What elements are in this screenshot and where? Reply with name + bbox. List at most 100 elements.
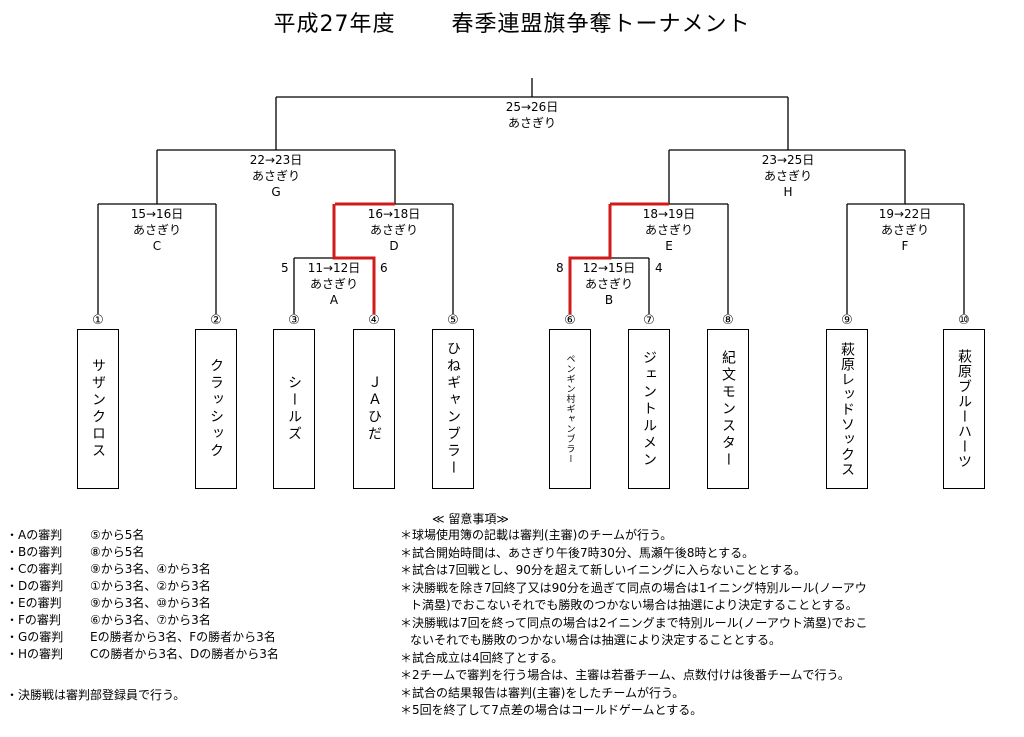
- umpire-key: ・Fの審判: [6, 613, 61, 627]
- match-label-e: 18→19日 あさぎり E: [609, 206, 729, 254]
- title-year: 平成27年度: [273, 12, 396, 37]
- match-date: 22→23日: [249, 153, 303, 167]
- team-box: ひねギャンブラー: [432, 329, 474, 489]
- umpire-key: ・Gの審判: [6, 630, 64, 644]
- match-label-d: 16→18日 あさぎり D: [334, 206, 454, 254]
- team-box: ＪＡひだ: [353, 329, 395, 489]
- notes-list: ＊球場使用簿の記載は審判(主審)のチームが行う。 ＊試合開始時間は、あさぎり午後…: [400, 527, 960, 720]
- match-venue: あさぎり: [644, 223, 693, 237]
- umpire-text: ⑨から3名、⑩から3名: [90, 596, 211, 610]
- match-date: 16→18日: [367, 207, 421, 221]
- match-venue: あさぎり: [880, 223, 929, 237]
- score-b-right: 4: [655, 261, 663, 275]
- match-date: 11→12日: [307, 261, 361, 275]
- match-date: 19→22日: [878, 207, 932, 221]
- team-name: ＪＡひだ: [366, 375, 382, 443]
- match-label-f: 19→22日 あさぎり F: [845, 206, 965, 254]
- umpire-text: Eの勝者から3名、Fの勝者から3名: [90, 630, 276, 644]
- team-box: シールズ: [273, 329, 315, 489]
- umpire-text: ⑥から3名、⑦から3名: [90, 613, 211, 627]
- team-4: ④ ＪＡひだ: [353, 313, 395, 489]
- team-name: シールズ: [286, 375, 302, 443]
- umpire-text: ⑧から5名: [90, 545, 145, 559]
- match-letter: F: [901, 239, 909, 253]
- match-letter: C: [152, 239, 162, 253]
- team-name: 紀文モンスター: [720, 349, 736, 469]
- match-letter: A: [329, 293, 339, 307]
- match-label-b: 12→15日 あさぎり B: [549, 260, 669, 308]
- umpire-key: ・Dの審判: [6, 579, 64, 593]
- match-venue: あさぎり: [763, 169, 812, 183]
- umpire-text: Cの勝者から3名、Dの勝者から3名: [90, 647, 279, 661]
- note-line: ＊球場使用簿の記載は審判(主審)のチームが行う。: [400, 528, 673, 542]
- team-number: ④: [368, 313, 380, 328]
- note-line: ＊5回を終了して7点差の場合はコールドゲームとする。: [400, 703, 703, 717]
- team-number: ⑥: [564, 313, 576, 328]
- team-number: ⑤: [447, 313, 459, 328]
- team-2: ② クラッシック: [195, 313, 237, 489]
- score-a-right: 6: [380, 261, 388, 275]
- match-date: 15→16日: [130, 207, 184, 221]
- match-label-final: 25→26日 あさぎり: [472, 99, 592, 131]
- team-5: ⑤ ひねギャンブラー: [432, 313, 474, 489]
- match-venue: あさぎり: [251, 169, 300, 183]
- match-label-c: 15→16日 あさぎり C: [97, 206, 217, 254]
- winner-path-b: [568, 204, 612, 314]
- umpire-row: ・Bの審判 ⑧から5名: [6, 544, 279, 561]
- team-6: ⑥ ペンギン村ギャンブラー: [549, 313, 591, 489]
- match-venue: あさぎり: [309, 277, 358, 291]
- team-box: ジェントルメン: [628, 329, 670, 489]
- match-letter: B: [604, 293, 614, 307]
- note-line: ＊決勝戦を除き7回終了又は90分を過ぎて同点の場合は1イニング特別ルール(ノーア…: [400, 580, 867, 595]
- team-number: ①: [92, 313, 104, 328]
- team-number: ⑦: [643, 313, 655, 328]
- umpire-key: ・Hの審判: [6, 647, 64, 661]
- match-label-h: 23→25日 あさぎり H: [728, 152, 848, 200]
- team-name: ペンギン村ギャンブラー: [564, 354, 575, 464]
- team-number: ③: [288, 313, 300, 328]
- team-name: ジェントルメン: [641, 349, 657, 469]
- team-box: 萩原レッドソックス: [826, 329, 868, 489]
- note-line: ＊試合は7回戦とし、90分を超えて新しいイニングに入らないこととする。: [400, 563, 806, 577]
- umpire-key: ・Eの審判: [6, 596, 62, 610]
- umpire-row: ・Hの審判 Cの勝者から3名、Dの勝者から3名: [6, 646, 279, 663]
- match-letter: H: [783, 185, 793, 199]
- umpire-row: ・Gの審判 Eの勝者から3名、Fの勝者から3名: [6, 629, 279, 646]
- umpire-row: ・Fの審判 ⑥から3名、⑦から3名: [6, 612, 279, 629]
- team-7: ⑦ ジェントルメン: [628, 313, 670, 489]
- page-title: 平成27年度春季連盟旗争奪トーナメント: [0, 6, 1024, 38]
- note-line: ＊2チームで審判を行う場合は、主審は若番チーム、点数付けは後番チームで行う。: [400, 668, 850, 682]
- score-b-left: 8: [556, 261, 564, 275]
- team-8: ⑧ 紀文モンスター: [707, 313, 749, 489]
- umpire-row: ・Eの審判 ⑨から3名、⑩から3名: [6, 595, 279, 612]
- match-date: 25→26日: [505, 100, 559, 114]
- team-name: ひねギャンブラー: [445, 341, 461, 477]
- team-number: ⑩: [958, 313, 970, 328]
- score-a-left: 5: [281, 261, 289, 275]
- umpire-key: ・Bの審判: [6, 545, 63, 559]
- note-line: ＊決勝戦は7回を終って同点の場合は2イニングまで特別ルール(ノーアウト満塁)でお…: [400, 615, 868, 630]
- match-venue: あさぎり: [507, 116, 556, 130]
- umpire-key: ・Cの審判: [6, 562, 63, 576]
- team-3: ③ シールズ: [273, 313, 315, 489]
- umpire-key: ・Aの審判: [6, 528, 63, 542]
- notes-title: ≪ 留意事項≫: [432, 512, 509, 526]
- team-name: クラッシック: [208, 358, 224, 460]
- match-label-a: 11→12日 あさぎり A: [274, 260, 394, 308]
- match-date: 12→15日: [582, 261, 636, 275]
- match-venue: あさぎり: [369, 223, 418, 237]
- team-number: ⑨: [841, 313, 853, 328]
- match-label-g: 22→23日 あさぎり G: [216, 152, 336, 200]
- note-line: ＊試合成立は4回終了とする。: [400, 650, 564, 665]
- team-1: ① サザンクロス: [77, 313, 119, 489]
- team-name: 萩原ブルーハーツ: [956, 349, 972, 469]
- note-line: ト満塁)でおこないそれでも勝敗のつかない場合は抽選により決定することとする。: [410, 598, 858, 612]
- note-line: ないそれでも勝敗のつかない場合は抽選により決定することとする。: [410, 633, 782, 647]
- team-name: サザンクロス: [90, 358, 106, 460]
- note-line: ＊試合の結果報告は審判(主審)をしたチームが行う。: [400, 685, 685, 700]
- team-10: ⑩ 萩原ブルーハーツ: [943, 313, 985, 489]
- match-letter: D: [389, 239, 399, 253]
